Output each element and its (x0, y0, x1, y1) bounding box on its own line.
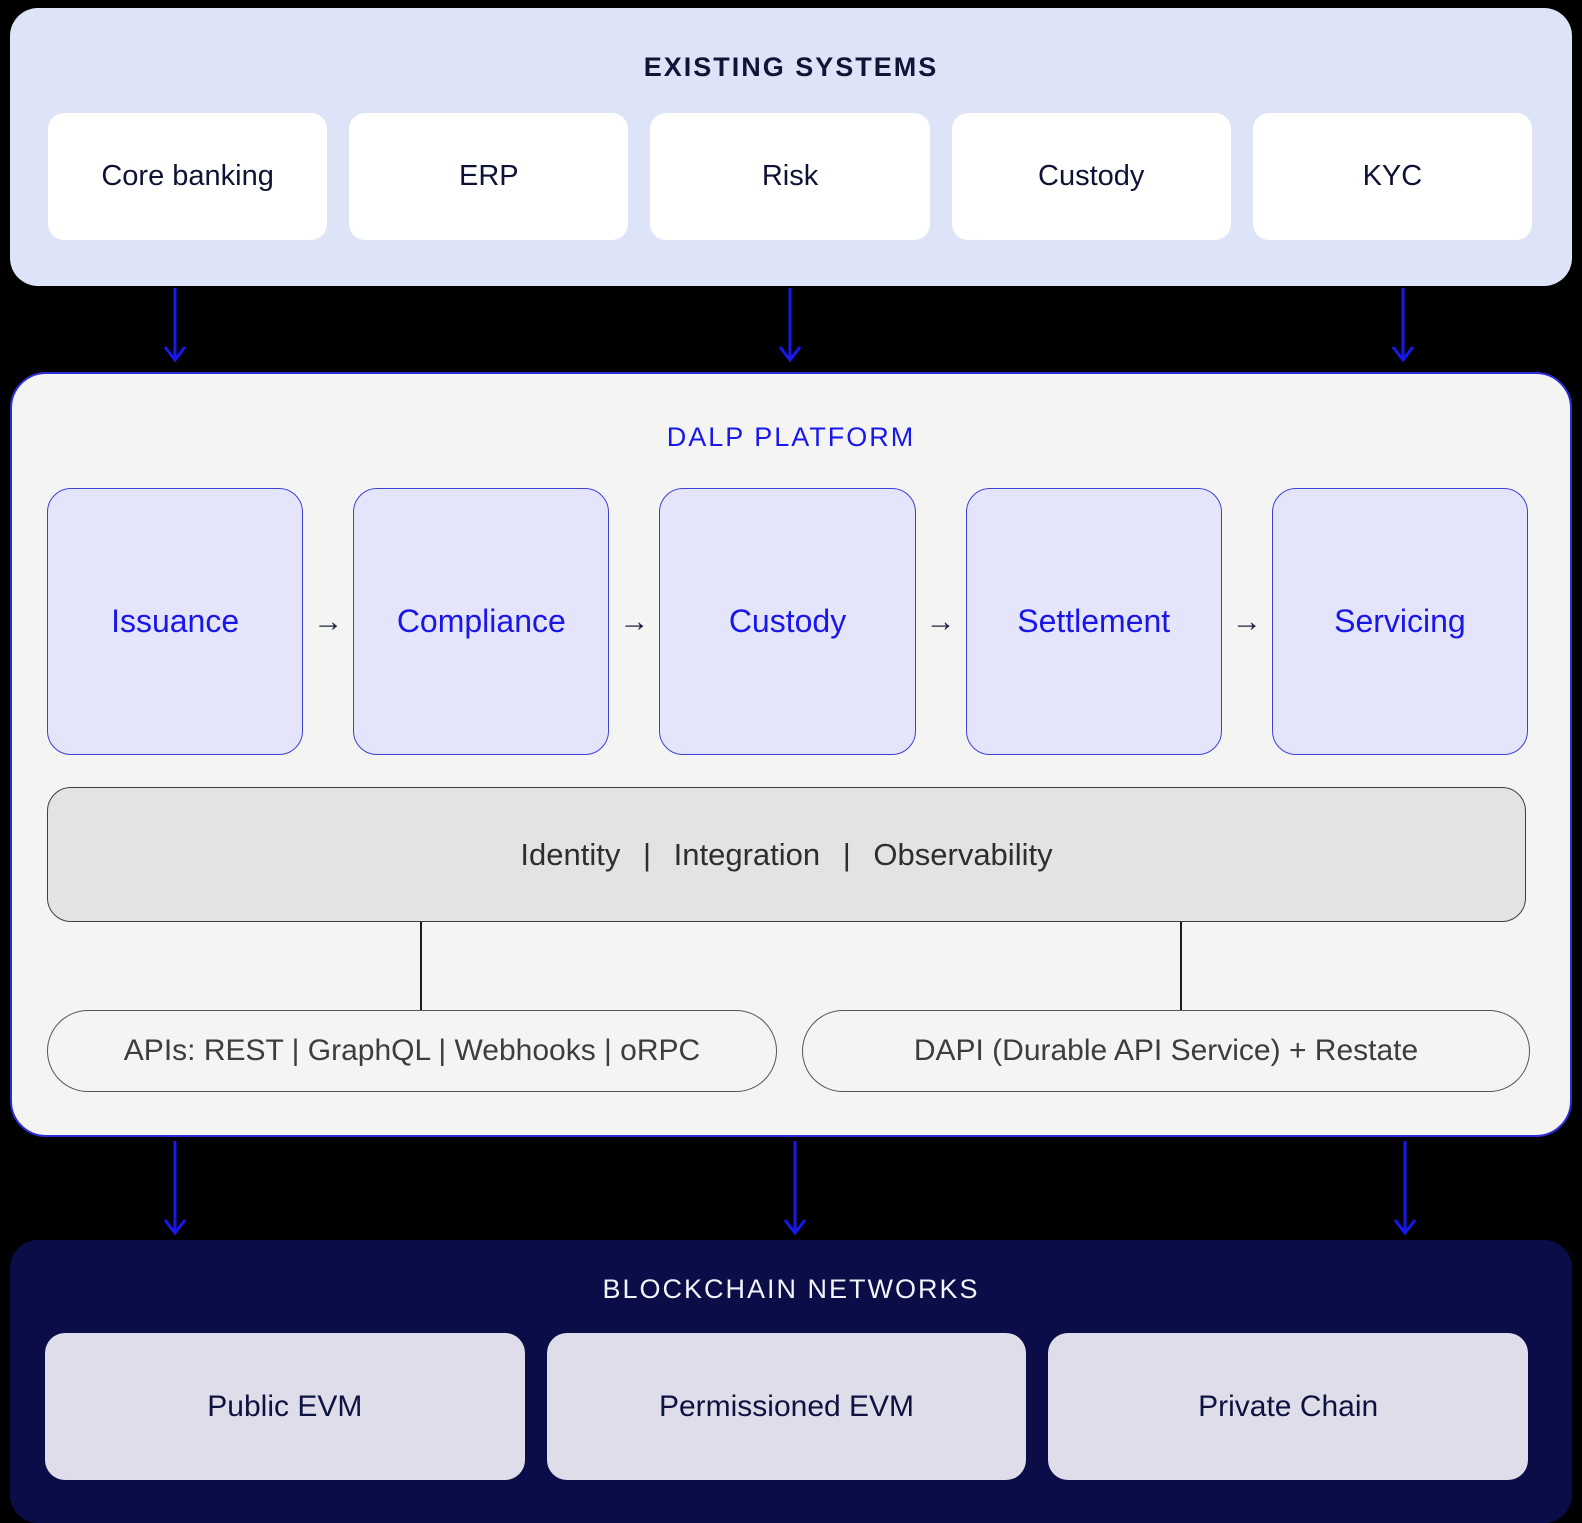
down-arrow-icon (1391, 1141, 1419, 1237)
apis-pill: APIs: REST | GraphQL | Webhooks | oRPC (47, 1010, 777, 1092)
system-box-risk: Risk (650, 113, 930, 240)
blockchain-networks-title: BLOCKCHAIN NETWORKS (602, 1274, 980, 1304)
connector-line (1180, 922, 1182, 1010)
pipeline-box-settlement: Settlement (965, 488, 1222, 755)
system-box-custody: Custody (951, 113, 1231, 240)
blockchain-networks-row: Public EVM Permissioned EVM Private Chai… (45, 1333, 1529, 1480)
down-arrow-icon (776, 288, 804, 364)
blockchain-networks-section: BLOCKCHAIN NETWORKS Public EVM Permissio… (10, 1240, 1572, 1523)
existing-systems-row: Core banking ERP Risk Custody KYC (48, 113, 1533, 240)
chain-box-public-evm: Public EVM (45, 1333, 525, 1480)
flow-arrow-icon: → (313, 604, 344, 638)
flow-arrow-icon: → (1231, 604, 1262, 638)
down-arrow-icon (781, 1141, 809, 1237)
down-arrow-icon (1389, 288, 1417, 364)
system-box-core-banking: Core banking (48, 113, 328, 240)
down-arrow-icon (161, 288, 189, 364)
pipeline-row: Issuance → Compliance → Custody → Settle… (47, 488, 1529, 755)
pipeline-box-compliance: Compliance (353, 488, 610, 755)
dapi-pill: DAPI (Durable API Service) + Restate (802, 1010, 1530, 1092)
chain-box-permissioned-evm: Permissioned EVM (546, 1333, 1027, 1480)
flow-arrow-icon: → (619, 604, 650, 638)
connector-line (420, 922, 422, 1010)
system-box-kyc: KYC (1252, 113, 1533, 240)
system-box-erp: ERP (349, 113, 629, 240)
existing-systems-section: EXISTING SYSTEMS Core banking ERP Risk C… (10, 8, 1572, 286)
dalp-platform-section: DALP PLATFORM Issuance → Compliance → Cu… (10, 372, 1572, 1137)
flow-arrow-icon: → (925, 604, 956, 638)
down-arrow-icon (161, 1141, 189, 1237)
dalp-platform-title: DALP PLATFORM (666, 422, 916, 452)
chain-box-private-chain: Private Chain (1048, 1333, 1529, 1480)
existing-systems-title: EXISTING SYSTEMS (643, 52, 939, 82)
services-bar: Identity | Integration | Observability (47, 787, 1526, 922)
pipeline-box-servicing: Servicing (1271, 488, 1529, 755)
pipeline-box-issuance: Issuance (47, 488, 304, 755)
pipeline-box-custody: Custody (659, 488, 916, 755)
